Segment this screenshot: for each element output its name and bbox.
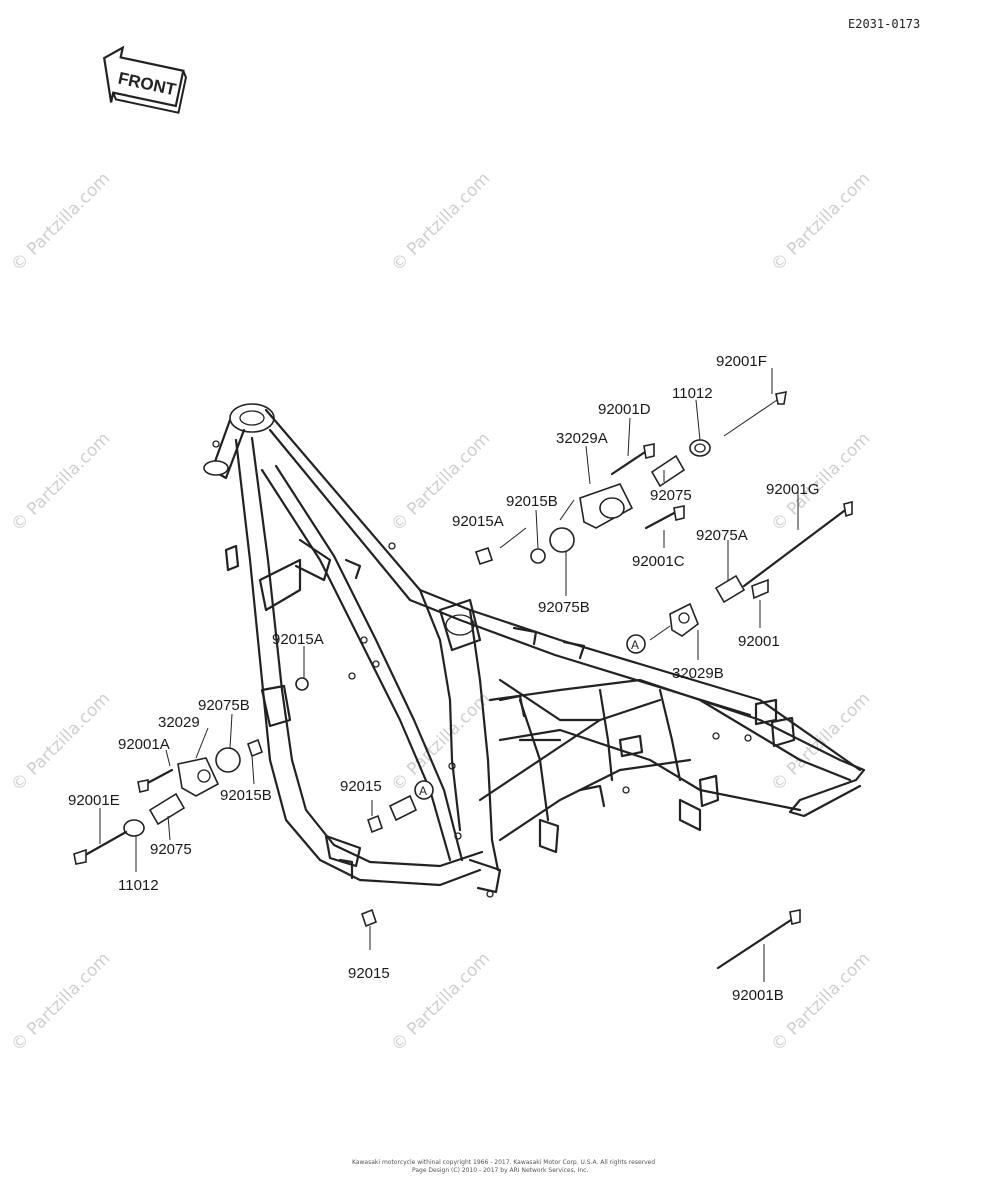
motorcycle-frame xyxy=(203,403,866,898)
front-arrow-icon: FRONT xyxy=(102,45,187,114)
callout-label: 92015B xyxy=(220,787,272,804)
callout-label: 11012 xyxy=(672,385,713,402)
callout-label: 92001A xyxy=(118,736,170,753)
watermark: © Partzilla.com xyxy=(767,169,874,276)
watermark: © Partzilla.com xyxy=(7,689,114,796)
leader-lines xyxy=(99,368,799,982)
watermark: © Partzilla.com xyxy=(7,169,114,276)
callout-label: 92001 xyxy=(738,633,780,650)
copyright-line: Kawasaki motorcycle withinal copyright 1… xyxy=(352,1159,655,1166)
watermark: © Partzilla.com xyxy=(7,949,114,1056)
callout-label: 92075B xyxy=(538,599,590,616)
copyright-line: Page Design (C) 2010 - 2017 by ARI Netwo… xyxy=(412,1167,588,1174)
callout-label: 32029B xyxy=(672,665,724,682)
callout-label: 32029A xyxy=(556,430,608,447)
marker-a: A xyxy=(419,784,427,798)
callout-label: 92001B xyxy=(732,987,784,1004)
callout-label: 92075B xyxy=(198,697,250,714)
callout-label: 92015 xyxy=(340,778,382,795)
callout-label: 11012 xyxy=(118,877,159,894)
watermark: © Partzilla.com xyxy=(387,169,494,276)
callout-label: 92075 xyxy=(150,841,192,858)
watermark: © Partzilla.com xyxy=(387,689,494,796)
marker-a: A xyxy=(631,638,639,652)
callout-label: 92001D xyxy=(598,401,651,418)
callout-label: 92075A xyxy=(696,527,748,544)
callout-label: 92015A xyxy=(452,513,504,530)
callout-label: 32029 xyxy=(158,714,200,731)
callout-label: 92015A xyxy=(272,631,324,648)
callout-label: 92001E xyxy=(68,792,120,809)
reference-code: E2031-0173 xyxy=(848,17,920,31)
callout-labels: 92001F 11012 92001D 32029A 92075 92015B … xyxy=(68,353,819,1004)
callout-label: 92075 xyxy=(650,487,692,504)
callout-label: 92015B xyxy=(506,493,558,510)
engine-mount-parts: A A xyxy=(73,390,853,970)
callout-label: 92015 xyxy=(348,965,390,982)
callout-label: 92001G xyxy=(766,481,819,498)
callout-label: 92001F xyxy=(716,353,767,370)
watermark: © Partzilla.com xyxy=(7,429,114,536)
callout-label: 92001C xyxy=(632,553,685,570)
watermark: © Partzilla.com xyxy=(387,949,494,1056)
